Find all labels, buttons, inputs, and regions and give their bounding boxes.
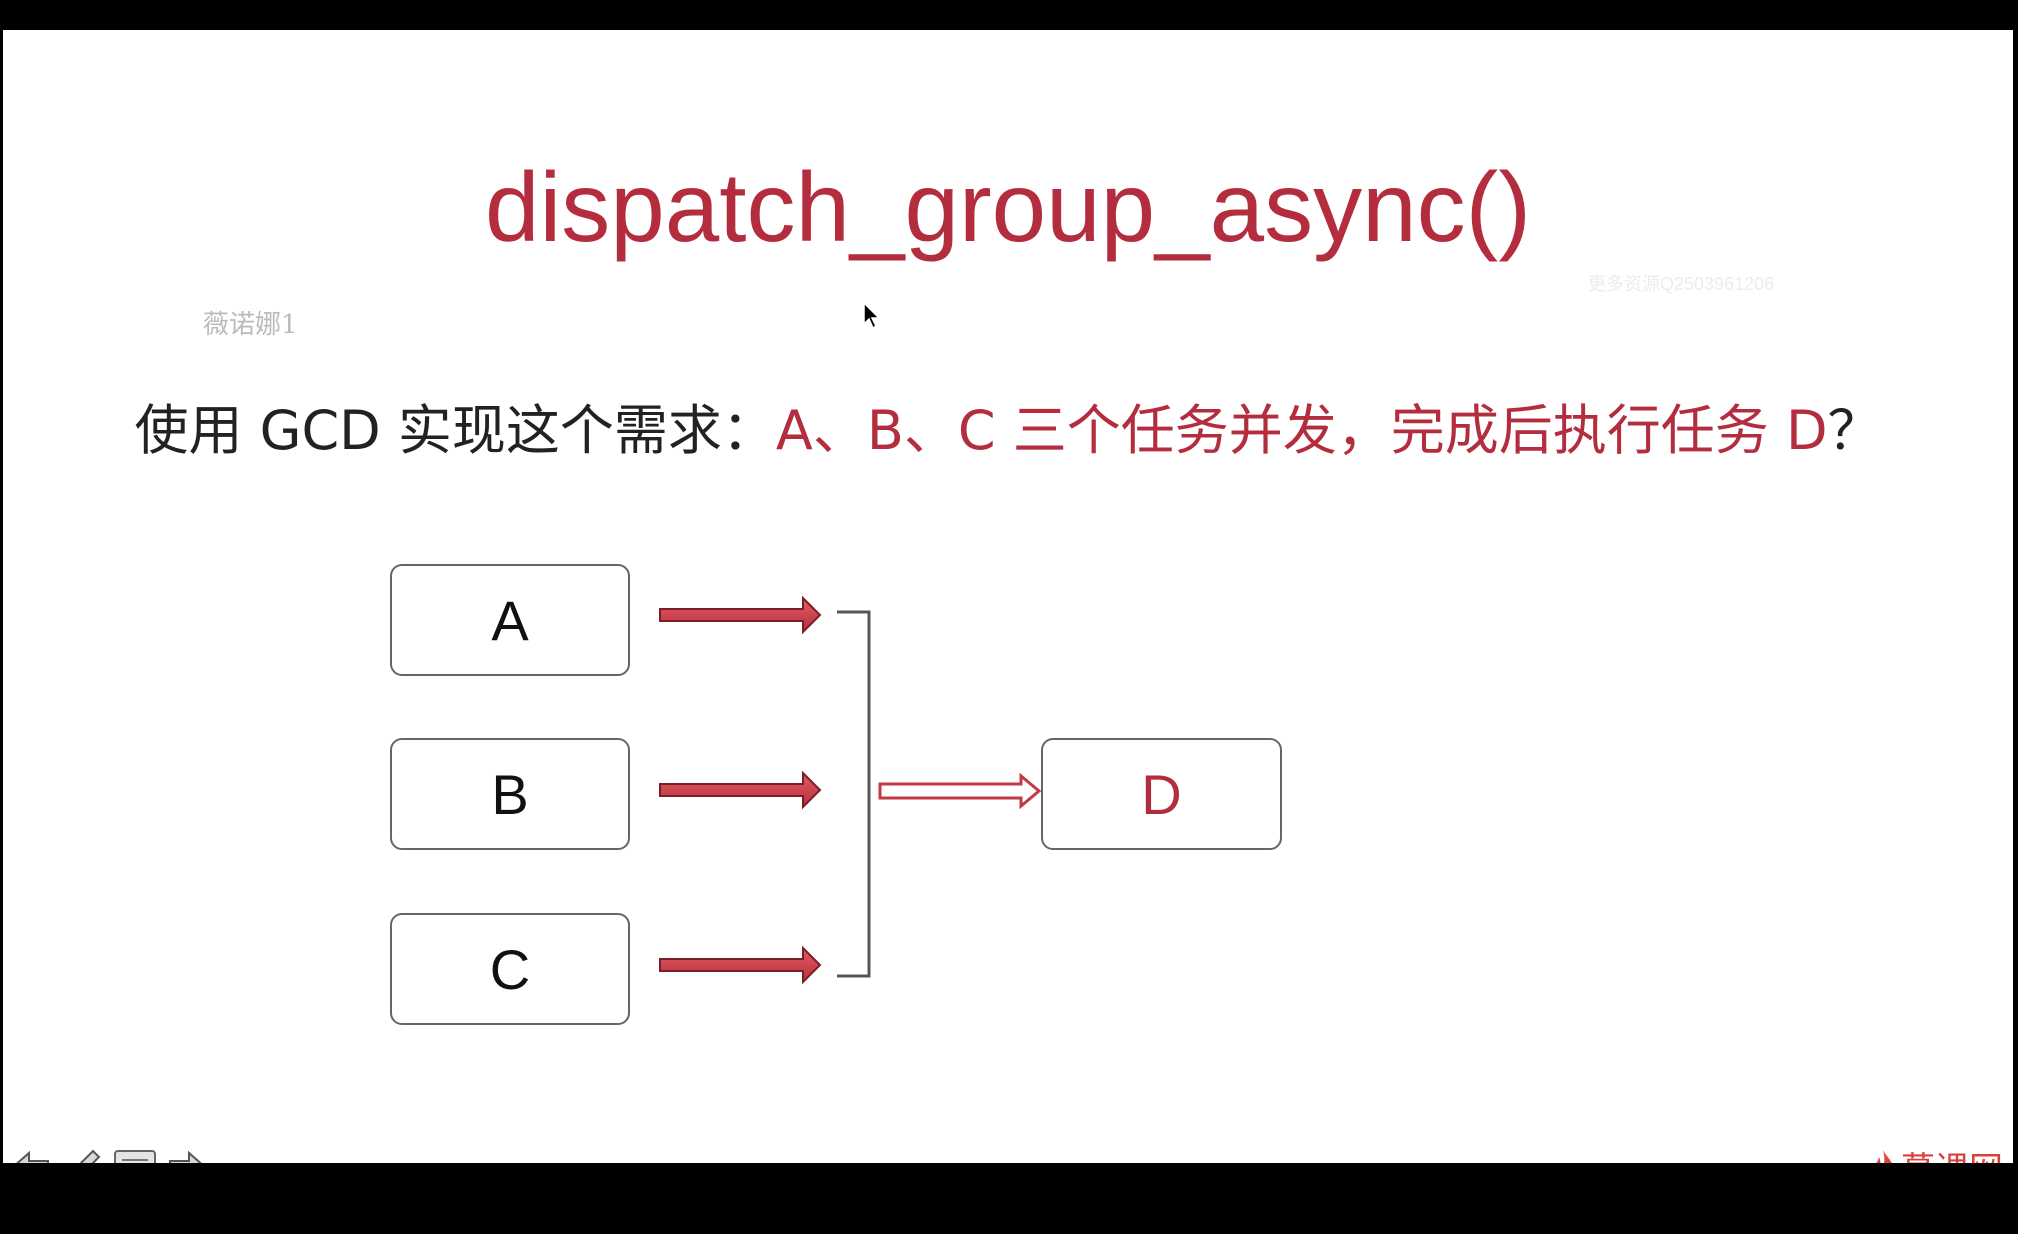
- bottom-letterbox: [0, 1163, 2018, 1234]
- mouse-cursor-icon: [863, 302, 881, 330]
- task-box-a: A: [390, 564, 630, 676]
- task-box-c: C: [390, 913, 630, 1025]
- question-text: 使用 GCD 实现这个需求：A、B、C 三个任务并发，完成后执行任务 D？: [3, 386, 2013, 465]
- flow-diagram: [659, 595, 1042, 985]
- slide-title: dispatch_group_async(): [485, 152, 1531, 262]
- presentation-slide: dispatch_group_async() 薇诺娜1 更多资源Q2503961…: [3, 30, 2013, 1163]
- presentation-toolbar: [9, 1147, 209, 1163]
- question-suffix: ？: [1827, 399, 1882, 462]
- flame-icon: [1875, 1149, 1892, 1163]
- arrow-left-icon[interactable]: [9, 1147, 53, 1163]
- menu-icon[interactable]: [113, 1147, 157, 1163]
- question-highlight: A、B、C 三个任务并发，完成后执行任务 D: [775, 399, 1828, 462]
- watermark-right: 更多资源Q2503961206: [1588, 274, 1775, 294]
- join-bracket: [837, 610, 871, 978]
- top-letterbox: [0, 0, 2018, 30]
- arrow-a-icon: [659, 595, 822, 635]
- arrow-c-icon: [659, 945, 822, 985]
- arrow-to-d-icon: [878, 772, 1042, 810]
- arrow-b-icon: [659, 770, 822, 810]
- pen-icon[interactable]: [61, 1147, 105, 1163]
- question-prefix: 使用 GCD 实现这个需求：: [134, 399, 776, 462]
- task-box-b: B: [390, 738, 630, 850]
- watermark-left: 薇诺娜1: [203, 310, 298, 340]
- brand-logo: 慕课网: [1869, 1142, 2003, 1163]
- arrow-right-icon[interactable]: [165, 1147, 209, 1163]
- brand-name: 慕课网: [1901, 1142, 2003, 1163]
- task-box-d: D: [1041, 738, 1282, 850]
